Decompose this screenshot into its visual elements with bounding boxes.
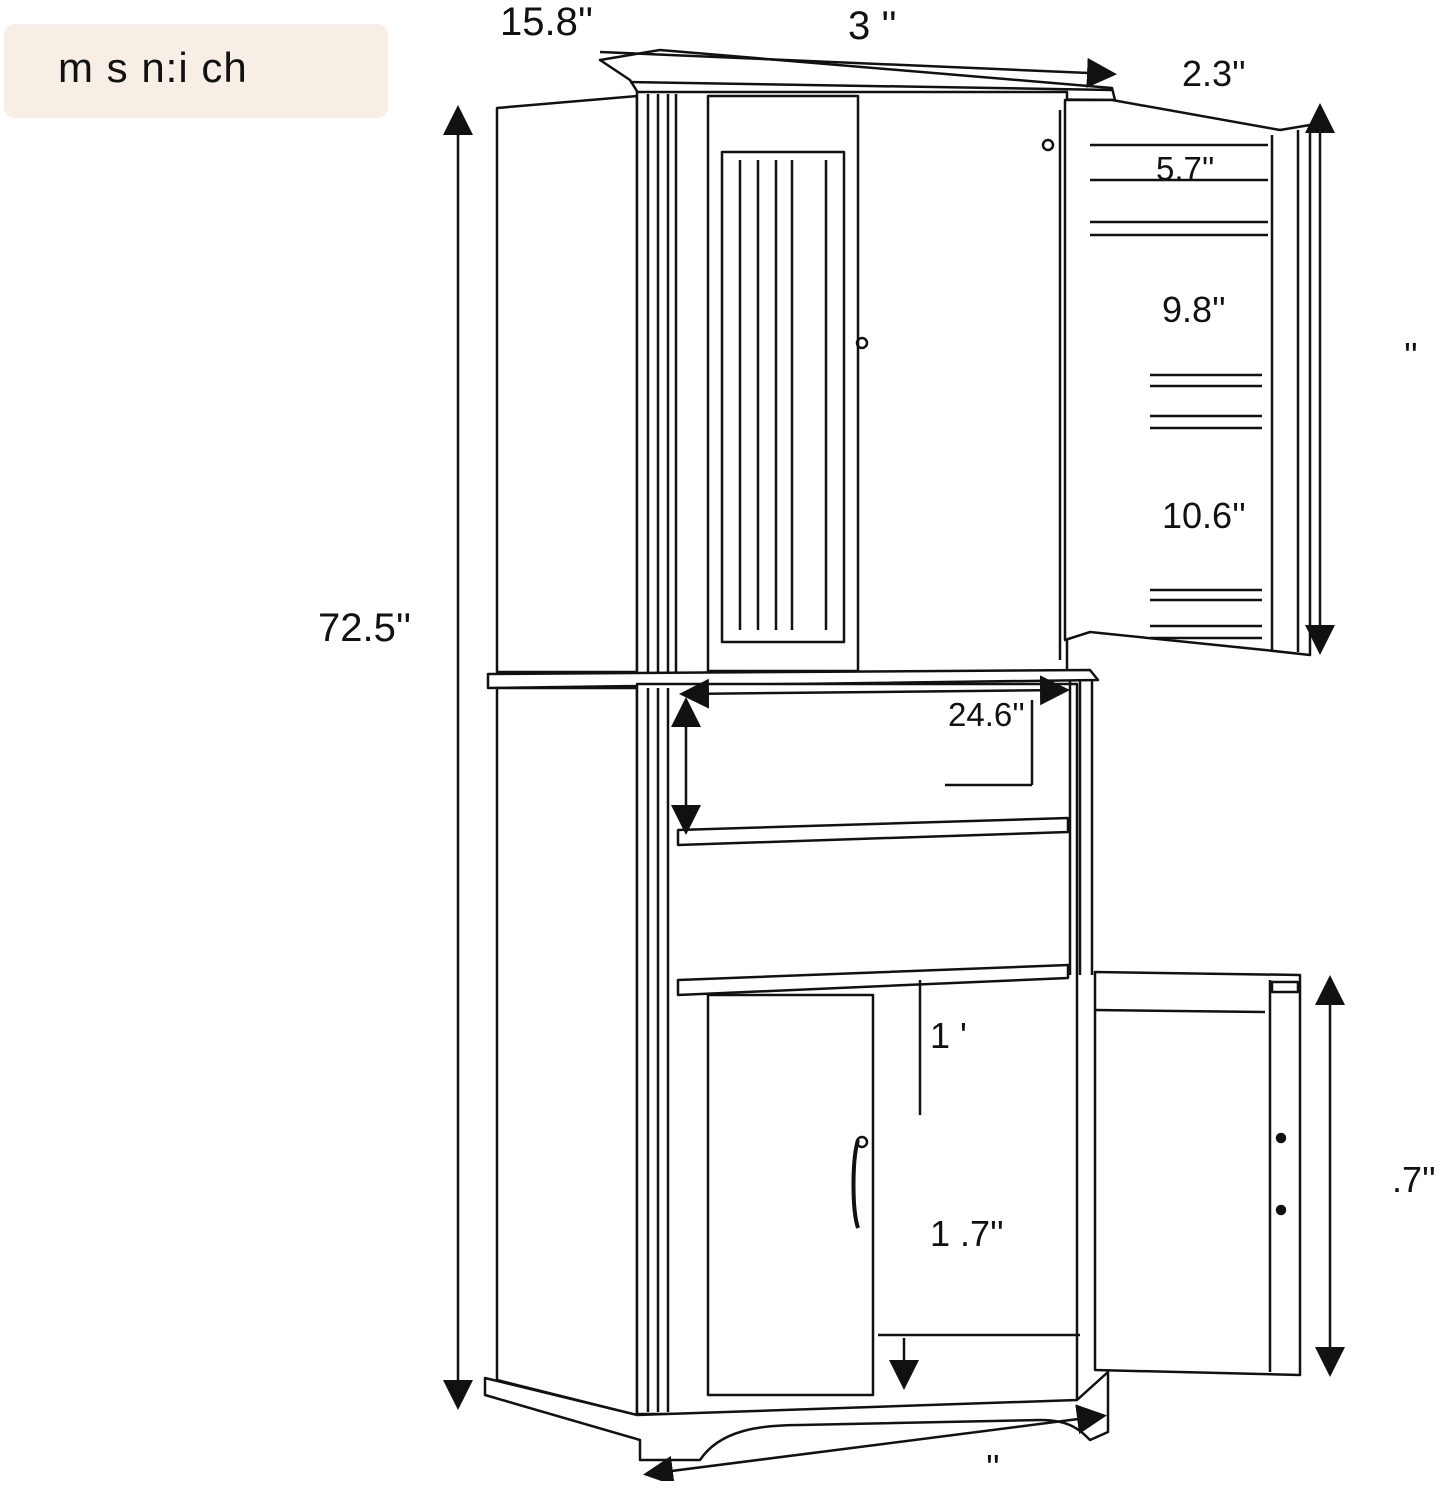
lower-side-panel (495, 686, 639, 1417)
lower-left-door (706, 993, 875, 1397)
lower-open-door (1093, 970, 1302, 1377)
lower-shelf-a-label: 1 ' (930, 1015, 967, 1056)
upper-right-total-label: '' (1404, 335, 1418, 376)
upper-shelf-gap-3-label: 10.6'' (1162, 495, 1246, 536)
width-top-dimension-line (599, 50, 1117, 88)
upper-left-door (706, 94, 860, 673)
upper-side-panel (495, 94, 639, 674)
bottom-width-dimension-line (643, 1404, 1107, 1481)
inner-width-label: 24.6'' (948, 696, 1025, 733)
bottom-width-label: '' (986, 1447, 1000, 1488)
upper-shelf-gap-1-label: 5.7'' (1156, 150, 1215, 187)
depth-top-label: 15.8'' (500, 0, 594, 44)
door-depth-label: 2.3'' (1182, 53, 1246, 94)
upper-open-door (1063, 98, 1312, 657)
width-top-label: 3 '' (848, 4, 897, 48)
unit-badge (4, 24, 388, 118)
unit-label: m s n:i ch (58, 44, 248, 91)
lower-door-height-label: .7'' (1392, 1159, 1436, 1200)
total-height-label: 72.5'' (318, 606, 412, 650)
upper-shelf-gap-2-label: 9.8'' (1162, 289, 1226, 330)
inner-width-dimension-line (679, 675, 1070, 709)
lower-shelf-b-label: 1 .7'' (930, 1213, 1004, 1254)
